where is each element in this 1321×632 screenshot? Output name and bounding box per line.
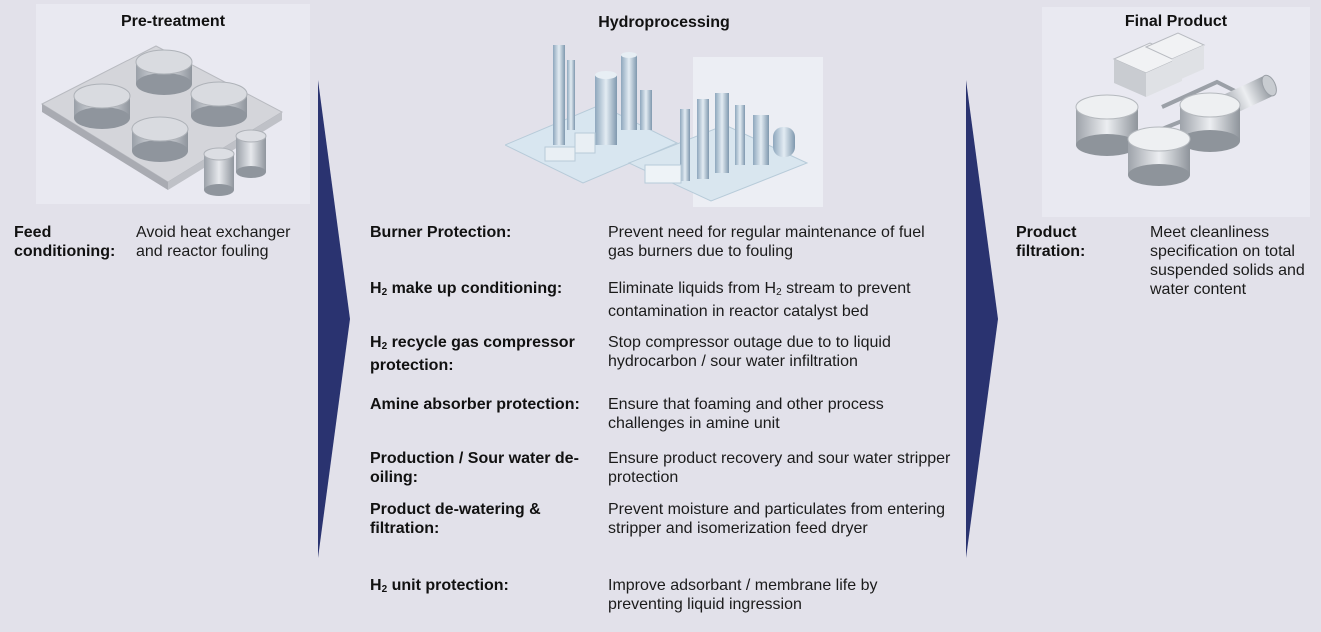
product-filtration-term: Product filtration:	[1016, 224, 1086, 260]
pretreatment-title: Pre-treatment	[120, 13, 226, 30]
h2-recycle-desc: Stop compressor outage due to to liquid …	[608, 334, 891, 370]
h2-recycle-term-h: H	[370, 334, 382, 351]
h2-unit-term-sub: 2	[381, 584, 388, 595]
flow-arrow-2-icon	[966, 80, 998, 558]
product-dewatering-term: Product de-watering & filtration:	[370, 501, 541, 537]
hydroprocessing-title: Hydroprocessing	[598, 14, 730, 31]
h2-makeup-desc-post: stream to prevent contamination in react…	[608, 280, 911, 320]
h2-unit-desc: Improve adsorbant / membrane life by pre…	[608, 577, 878, 613]
h2-makeup-term-h: H	[370, 280, 382, 297]
product-tanks-illustration-icon	[1075, 32, 1277, 186]
h2-makeup-desc: Eliminate liquids from H2 stream to prev…	[608, 279, 953, 321]
h2-makeup-desc-pre: Eliminate liquids from H	[608, 280, 777, 297]
sour-water-deoiling-term: Production / Sour water de-oiling:	[370, 450, 579, 486]
h2-recycle-term-rest: recycle gas compressor protection:	[370, 334, 575, 374]
h2-unit-term-rest: unit protection:	[387, 577, 509, 594]
h2-makeup-term-rest: make up conditioning:	[387, 280, 563, 297]
burner-protection-desc: Prevent need for regular maintenance of …	[608, 224, 925, 260]
sour-water-deoiling-desc: Ensure product recovery and sour water s…	[608, 450, 951, 486]
h2-unit-term-h: H	[370, 577, 382, 594]
h2-unit-term: H2 unit protection:	[370, 576, 595, 599]
storage-tanks-illustration-icon	[40, 45, 284, 196]
h2-makeup-term-sub: 2	[381, 287, 388, 298]
h2-makeup-term: H2 make up conditioning:	[370, 279, 595, 302]
final-product-image-panel	[1042, 7, 1310, 217]
feed-conditioning-desc: Avoid heat exchanger and reactor fouling	[136, 224, 291, 260]
hydroprocessing-image-panel	[503, 35, 823, 215]
pretreatment-image-panel	[36, 4, 310, 204]
burner-protection-term: Burner Protection:	[370, 224, 512, 241]
h2-makeup-desc-sub: 2	[776, 287, 782, 298]
refinery-towers-illustration-icon	[503, 45, 823, 207]
flow-arrow-1-icon	[318, 80, 350, 558]
h2-recycle-term-sub: 2	[381, 341, 388, 352]
product-dewatering-desc: Prevent moisture and particulates from e…	[608, 501, 946, 537]
amine-absorber-term: Amine absorber protection:	[370, 396, 580, 413]
product-filtration-desc: Meet cleanliness specification on total …	[1150, 224, 1305, 298]
h2-recycle-term: H2 recycle gas compressor protection:	[370, 333, 595, 375]
feed-conditioning-term: Feed conditioning:	[14, 224, 116, 260]
amine-absorber-desc: Ensure that foaming and other process ch…	[608, 396, 884, 432]
final-product-title: Final Product	[1124, 13, 1228, 30]
